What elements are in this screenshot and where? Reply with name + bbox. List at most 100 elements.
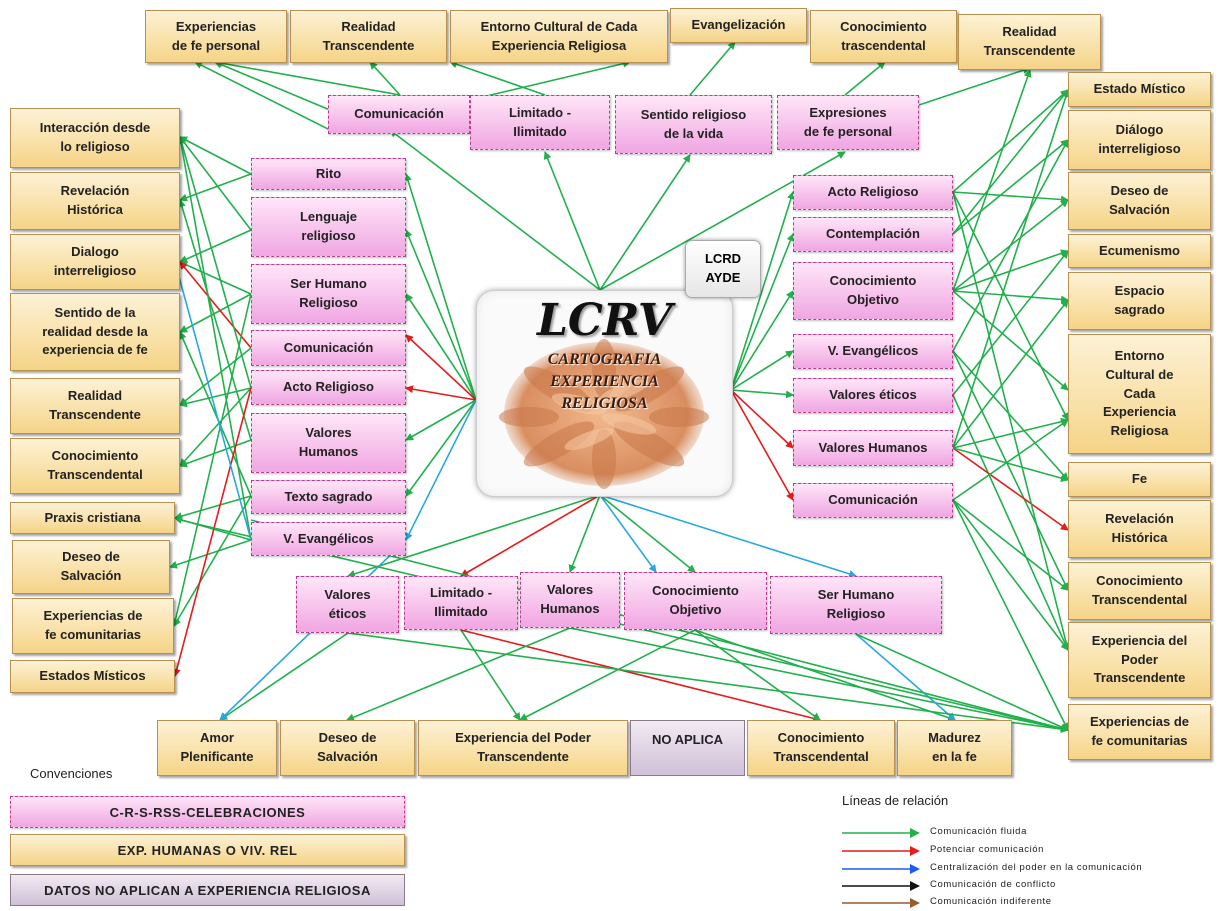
relation-arrow [730, 191, 795, 391]
node-limitado-ilimitado-bottom: Limitado - Ilimitado [404, 576, 518, 630]
legend-label-indiferente: Comunicación indiferente [930, 896, 1052, 907]
relation-arrow [952, 299, 1069, 449]
relation-arrow [172, 387, 252, 677]
node-valores-eticos-bottom: Valores éticos [296, 576, 399, 633]
legend-title: Líneas de relación [842, 793, 949, 808]
node-sentido-religioso: Sentido religioso de la vida [615, 95, 772, 154]
relation-arrow [179, 136, 252, 175]
relation-arrow [952, 191, 1069, 421]
relation-arrow [405, 399, 477, 441]
node-sentido-realidad: Sentido de la realidad desde la experien… [10, 293, 180, 371]
relation-arrow [460, 494, 601, 577]
node-valores-humanos-left: Valores Humanos [251, 413, 406, 473]
relation-arrow [599, 494, 857, 578]
relation-arrow [952, 350, 1069, 481]
node-conocimiento-transcendental-bottom: Conocimiento Transcendental [747, 720, 895, 776]
relation-arrow [952, 89, 1069, 193]
node-estados-misticos: Estados Místicos [10, 660, 175, 693]
relation-arrow [178, 199, 252, 441]
node-deseo-salvacion-bottom: Deseo de Salvación [280, 720, 415, 776]
node-praxis-cristiana: Praxis cristiana [10, 502, 175, 534]
relation-arrow [194, 61, 331, 131]
relation-arrow [389, 129, 601, 291]
relation-arrow [179, 136, 252, 231]
node-revelacion-historica-left: Revelación Histórica [10, 172, 180, 230]
convention-celebraciones: C-R-S-RSS-CELEBRACIONES [10, 796, 405, 828]
node-v-evangelicos-right: V. Evangélicos [793, 334, 953, 369]
relation-arrow [179, 261, 252, 349]
node-madurez-fe: Madurez en la fe [897, 720, 1012, 776]
relation-arrow [405, 399, 477, 497]
relation-arrow [599, 494, 696, 573]
relation-arrow [519, 629, 696, 721]
node-dialogo-interreligioso-left: Dialogo interreligioso [10, 234, 180, 290]
center-subtitle-3: RELIGIOSA [561, 395, 648, 412]
relation-arrow [404, 173, 477, 401]
relation-arrow [347, 494, 601, 578]
node-ser-humano-religioso-left: Ser Humano Religioso [251, 264, 406, 324]
joined-hands-image [499, 339, 709, 489]
node-valores-eticos-right: Valores éticos [793, 378, 953, 413]
node-acto-religioso-right: Acto Religioso [793, 175, 953, 210]
relation-arrow [952, 447, 1069, 482]
relation-arrow [730, 233, 795, 391]
node-acto-religioso-left: Acto Religioso [251, 370, 406, 405]
relation-arrow [952, 394, 1069, 651]
relation-arrow [599, 494, 657, 573]
center-logo-lcrv: LCRV CARTOGRAFIA EXPERIENCIA RELIGIOSA [476, 290, 733, 497]
relation-arrow [952, 139, 1069, 352]
conventions-title: Convenciones [30, 766, 113, 781]
node-ser-humano-religioso-bottom: Ser Humano Religioso [770, 576, 942, 634]
relation-arrow [179, 261, 252, 295]
badge-line-2: AYDE [705, 270, 741, 285]
relation-arrow [405, 385, 477, 401]
legend-item-potenciar: Potenciar comunicación [842, 844, 1212, 858]
legend-item-indiferente: Comunicación indiferente [842, 896, 1212, 910]
relation-arrow [855, 633, 1069, 731]
relation-arrow [214, 61, 331, 111]
node-comunicacion-right: Comunicación [793, 483, 953, 518]
node-experiencias-fe-comunitarias-left: Experiencias de fe comunitarias [12, 598, 174, 654]
node-expresiones-fe: Expresiones de fe personal [777, 95, 919, 150]
node-texto-sagrado: Texto sagrado [251, 480, 406, 514]
relation-arrow [404, 229, 477, 401]
relation-arrow [689, 41, 736, 96]
relation-arrow [730, 389, 794, 399]
relation-arrow [952, 191, 1069, 204]
relation-arrow [599, 154, 691, 291]
relation-arrow [730, 389, 794, 449]
node-conocimiento-objetivo-bottom: Conocimiento Objetivo [624, 572, 767, 630]
relation-arrow [952, 447, 1069, 531]
node-comunicacion-left: Comunicación [251, 330, 406, 366]
relation-arrow [173, 495, 252, 627]
node-estado-mistico: Estado Místico [1068, 72, 1211, 107]
center-title: LCRV [536, 295, 673, 346]
relation-arrow [172, 261, 252, 541]
node-entorno-cultural-right: Entorno Cultural de Cada Experiencia Rel… [1068, 334, 1211, 454]
node-experiencia-poder-transcendente-right: Experiencia del Poder Transcendente [1068, 622, 1211, 698]
relation-arrow [179, 347, 252, 406]
center-subtitle-1: CARTOGRAFIA [547, 351, 662, 368]
relation-arrow [346, 627, 571, 722]
legend-item-centralizacion: Centralización del poder en la comunicac… [842, 862, 1212, 876]
node-experiencias-fe-comunitarias-right: Experiencias de fe comunitarias [1068, 704, 1211, 760]
node-espacio-sagrado: Espacio sagrado [1068, 272, 1211, 330]
relation-arrow [179, 293, 252, 333]
relation-arrow [405, 293, 477, 401]
relation-arrow [952, 499, 1069, 651]
relation-arrow [952, 250, 1069, 396]
node-v-evangelicos-left: V. Evangélicos [251, 522, 406, 556]
relation-arrow [169, 539, 252, 569]
node-deseo-salvacion-left: Deseo de Salvación [12, 540, 170, 594]
relation-arrow [952, 191, 1071, 651]
relation-arrow [952, 499, 1069, 591]
relation-arrow [952, 69, 1032, 292]
node-comunicacion-top: Comunicación [328, 95, 470, 134]
relation-arrow [918, 66, 1031, 106]
relation-arrow [219, 632, 349, 721]
relation-arrow [179, 387, 252, 408]
node-dialogo-interreligioso-right: Diálogo interreligioso [1068, 110, 1211, 170]
lcrd-ayde-badge: LCRD AYDE [685, 240, 761, 298]
legend-item-fluida: Comunicación fluida [842, 826, 1212, 840]
